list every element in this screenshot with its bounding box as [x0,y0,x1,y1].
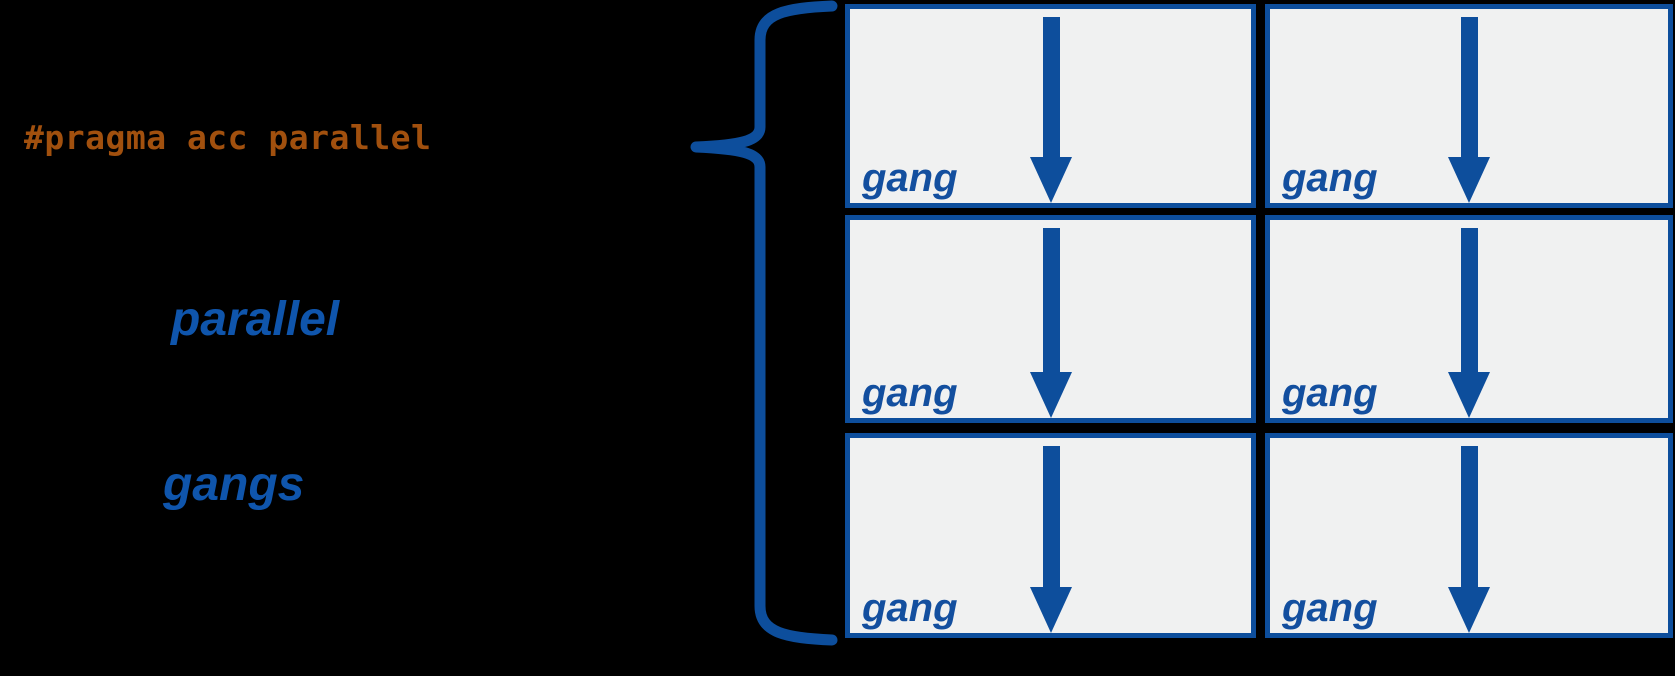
gangs-label: gangs [163,458,305,511]
gang-box: gang [845,433,1256,638]
gang-box-label: gang [862,371,958,415]
gang-box: gang [1265,4,1673,208]
gang-box: gang [1265,215,1673,423]
down-arrow-head-icon [1029,372,1072,418]
down-arrow-head-icon [1448,372,1490,418]
gang-box-label: gang [1282,586,1378,630]
curly-brace-icon [688,0,838,648]
down-arrow-head-icon [1448,157,1490,203]
parallel-label: parallel [171,293,340,346]
down-arrow-icon [1042,446,1060,589]
down-arrow-icon [1461,228,1478,374]
gang-box-label: gang [862,156,958,200]
down-arrow-icon [1042,17,1060,159]
down-arrow-head-icon [1029,587,1072,633]
down-arrow-head-icon [1448,587,1490,633]
down-arrow-head-icon [1029,157,1072,203]
down-arrow-icon [1461,446,1478,589]
pragma-directive-text: #pragma acc parallel [24,118,432,157]
gang-box-label: gang [1282,371,1378,415]
gang-box: gang [845,4,1256,208]
gang-box: gang [1265,433,1673,638]
down-arrow-icon [1461,17,1478,159]
gang-box-label: gang [862,586,958,630]
gang-box: gang [845,215,1256,423]
gang-box-label: gang [1282,156,1378,200]
down-arrow-icon [1042,228,1060,374]
